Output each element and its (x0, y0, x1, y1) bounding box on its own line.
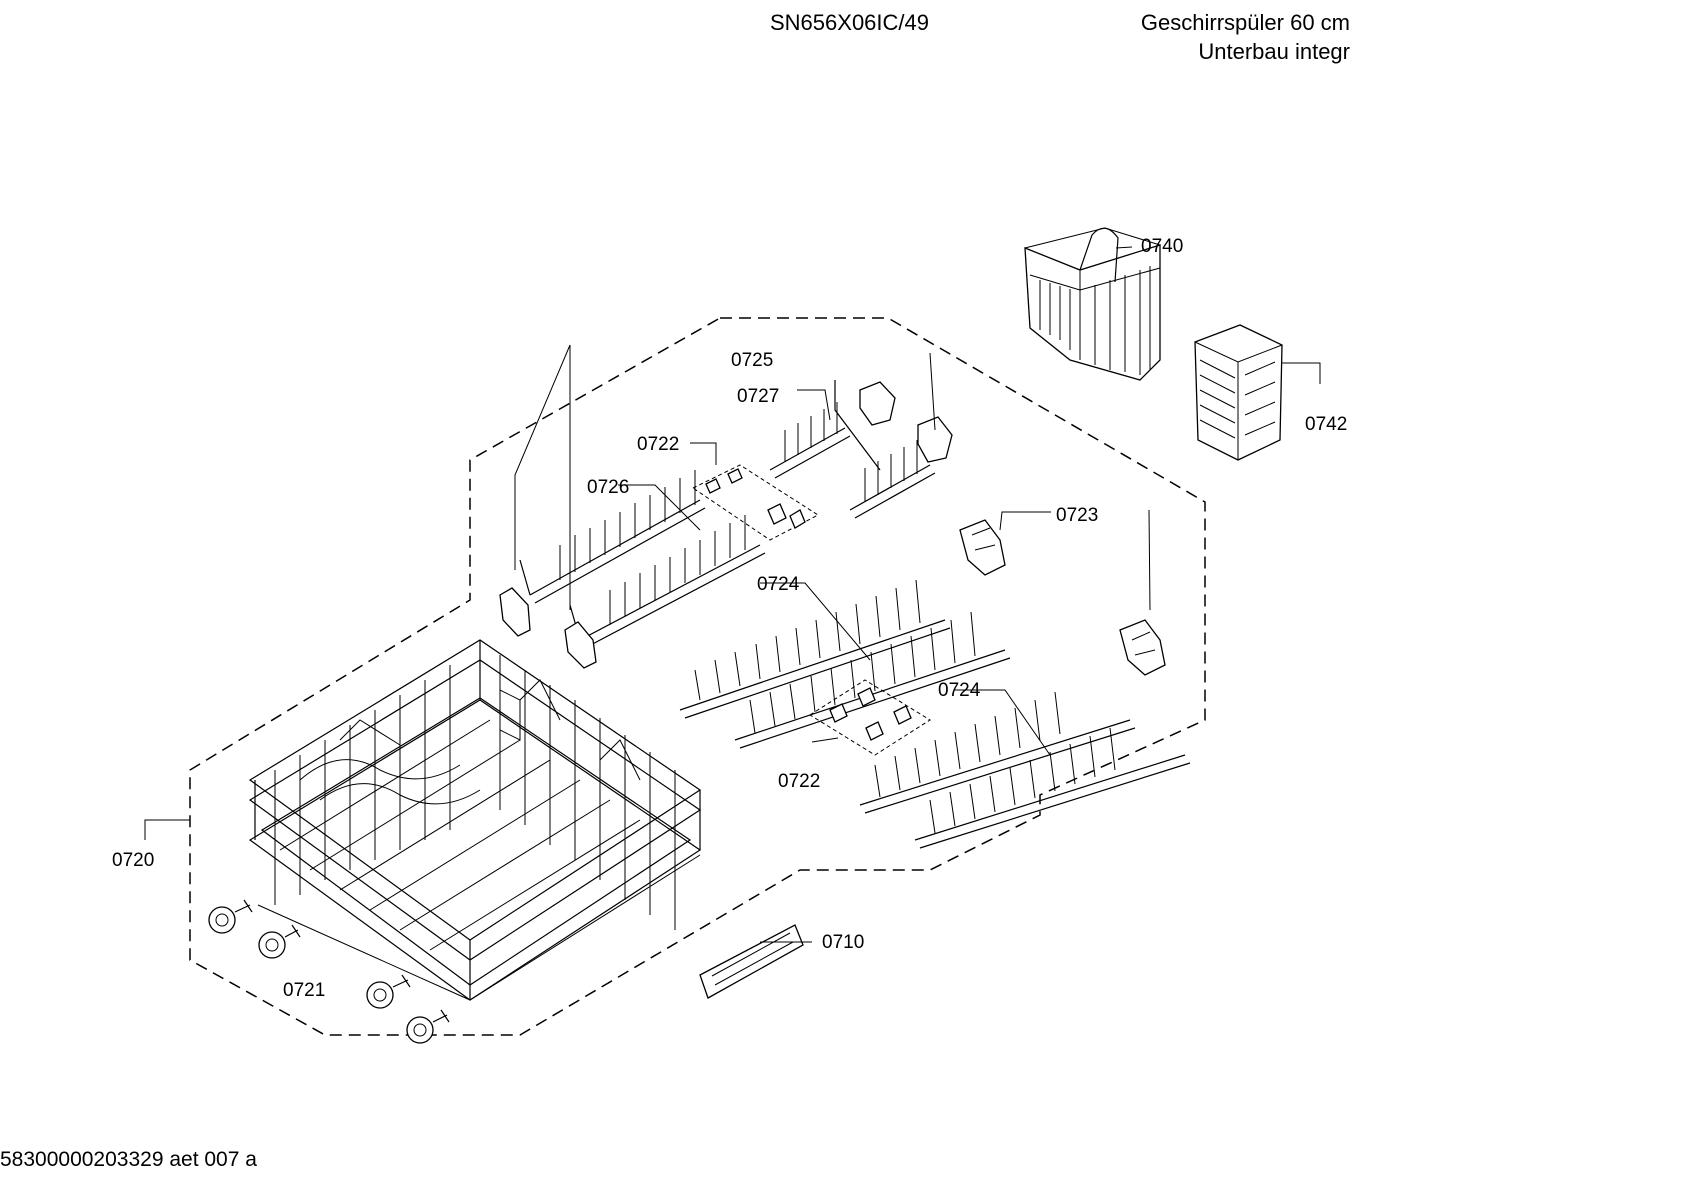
appliance-description: Geschirrspüler 60 cm (1140, 10, 1350, 35)
folding-tine-racks (519, 470, 766, 649)
assembly-boundary (189, 317, 1206, 1036)
cup-shelves (769, 380, 936, 519)
installation-type: Unterbau integr (1198, 39, 1350, 64)
callout-0724-upper: 0724 (757, 574, 800, 595)
tine-rack-holders (499, 587, 597, 669)
cup-shelf-clips (859, 381, 953, 463)
model-number: SN656X06IC/49 (770, 10, 929, 35)
callout-0724-lower: 0724 (938, 680, 981, 701)
callout-0723: 0723 (1056, 505, 1098, 526)
callout-0726: 0726 (587, 477, 629, 498)
callout-0710: 0710 (822, 932, 864, 953)
rack-holder-right (959, 519, 1166, 676)
small-cutlery-basket (1194, 324, 1283, 461)
callout-0722-upper: 0722 (637, 434, 679, 455)
callout-0720: 0720 (112, 850, 154, 871)
rack-clips-upper (692, 464, 819, 541)
basket-handle (699, 924, 804, 999)
lower-basket (248, 639, 702, 1001)
document-id: 58300000203329 aet 007 a (0, 1148, 257, 1171)
callout-0740: 0740 (1141, 236, 1183, 257)
plate-tine-racks (679, 579, 1191, 849)
rack-clips-lower (809, 679, 931, 756)
basket-wheels (208, 899, 450, 1044)
leader-lines (144, 246, 1321, 943)
callout-0725: 0725 (731, 350, 773, 371)
callout-0742: 0742 (1305, 414, 1347, 435)
callout-0727: 0727 (737, 386, 779, 407)
callout-0721: 0721 (283, 980, 325, 1001)
callout-0722-lower: 0722 (778, 771, 820, 792)
cutlery-basket (1024, 227, 1161, 381)
